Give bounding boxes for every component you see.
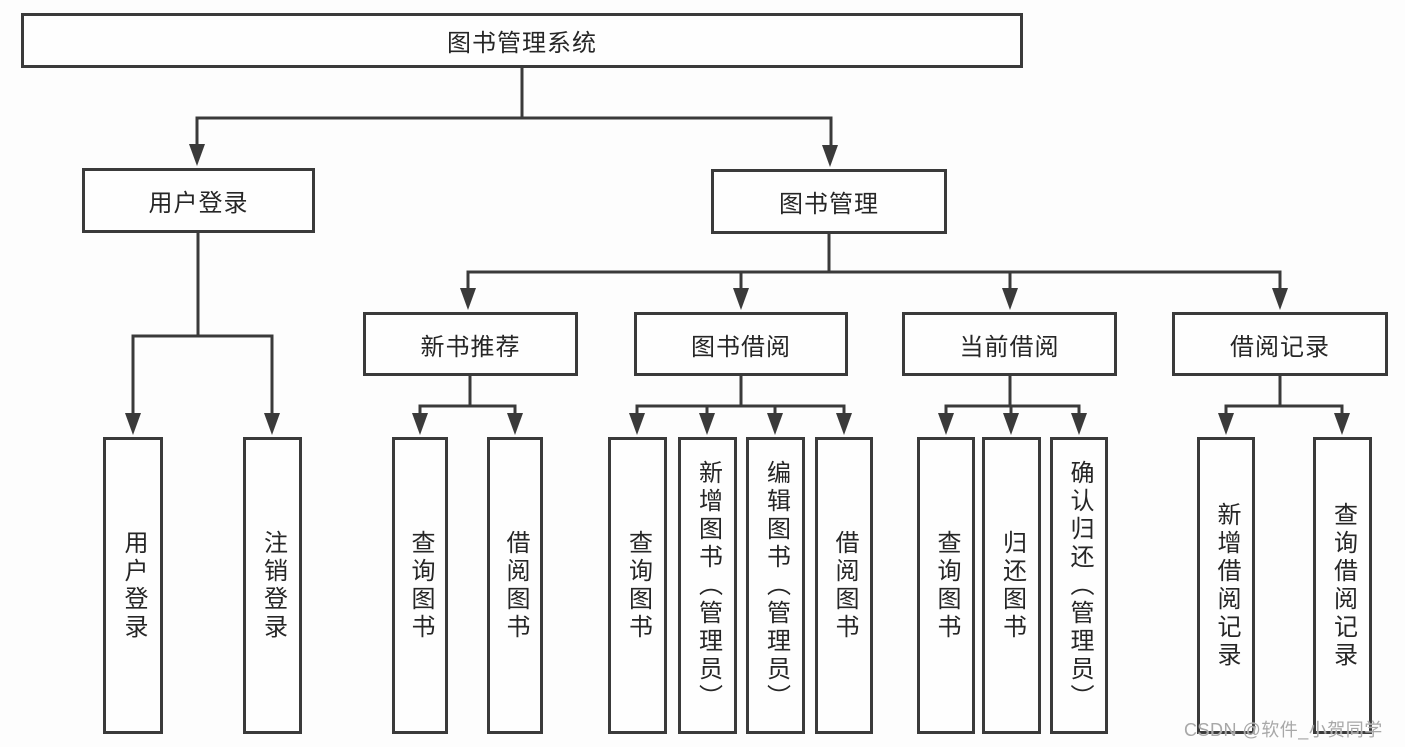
leaf-borrow-book-rec-label: 借阅图书 — [502, 529, 529, 642]
leaf-borrow-book-rec: 借阅图书 — [487, 437, 543, 734]
node-book-mgmt: 图书管理 — [711, 169, 947, 234]
node-root: 图书管理系统 — [21, 13, 1023, 68]
node-new-book-rec: 新书推荐 — [363, 312, 578, 376]
leaf-return-book-label: 归还图书 — [998, 529, 1026, 642]
node-borrow-record: 借阅记录 — [1172, 312, 1388, 376]
leaf-edit-book-admin: 编辑图书（管理员） — [746, 437, 805, 734]
node-book-borrow-label: 图书借阅 — [691, 333, 791, 361]
leaf-confirm-return-admin-label: 确认归还（管理员） — [1066, 459, 1093, 712]
leaf-query-book-current-label: 查询图书 — [933, 529, 960, 642]
node-book-mgmt-label: 图书管理 — [779, 191, 879, 218]
node-book-borrow: 图书借阅 — [634, 312, 848, 376]
leaf-user-login: 用户登录 — [103, 437, 163, 734]
node-new-book-rec-label: 新书推荐 — [420, 333, 521, 361]
leaf-user-login-label: 用户登录 — [120, 529, 147, 642]
leaf-query-borrow-record-label: 查询借阅记录 — [1329, 501, 1357, 670]
arrowhead-down-icons — [125, 144, 1350, 435]
node-user-login: 用户登录 — [82, 168, 315, 233]
node-current-borrow: 当前借阅 — [902, 312, 1117, 376]
leaf-query-book-current: 查询图书 — [917, 437, 975, 734]
leaf-query-book-rec: 查询图书 — [392, 437, 448, 734]
leaf-logout-label: 注销登录 — [259, 529, 287, 642]
node-root-label: 图书管理系统 — [447, 30, 597, 57]
node-current-borrow-label: 当前借阅 — [959, 333, 1060, 361]
leaf-edit-book-admin-label: 编辑图书（管理员） — [762, 459, 790, 712]
leaf-query-book-rec-label: 查询图书 — [407, 529, 434, 642]
leaf-borrow-book-borrow-label: 借阅图书 — [831, 529, 858, 642]
leaf-query-borrow-record: 查询借阅记录 — [1313, 437, 1372, 734]
leaf-borrow-book-borrow: 借阅图书 — [815, 437, 873, 734]
leaf-logout: 注销登录 — [243, 437, 302, 734]
leaf-add-borrow-record: 新增借阅记录 — [1197, 437, 1255, 734]
csdn-watermark: CSDN @软件_小贺同学 — [1184, 720, 1383, 740]
leaf-query-book-borrow-label: 查询图书 — [624, 529, 652, 642]
connector-lines — [131, 68, 1344, 416]
node-borrow-record-label: 借阅记录 — [1230, 333, 1330, 361]
node-user-login-label: 用户登录 — [148, 190, 249, 217]
leaf-add-book-admin-label: 新增图书（管理员） — [694, 459, 722, 712]
leaf-query-book-borrow: 查询图书 — [608, 437, 667, 734]
leaf-add-borrow-record-label: 新增借阅记录 — [1213, 501, 1240, 670]
leaf-add-book-admin: 新增图书（管理员） — [678, 437, 737, 734]
leaf-return-book: 归还图书 — [982, 437, 1041, 734]
leaf-confirm-return-admin: 确认归还（管理员） — [1050, 437, 1108, 734]
